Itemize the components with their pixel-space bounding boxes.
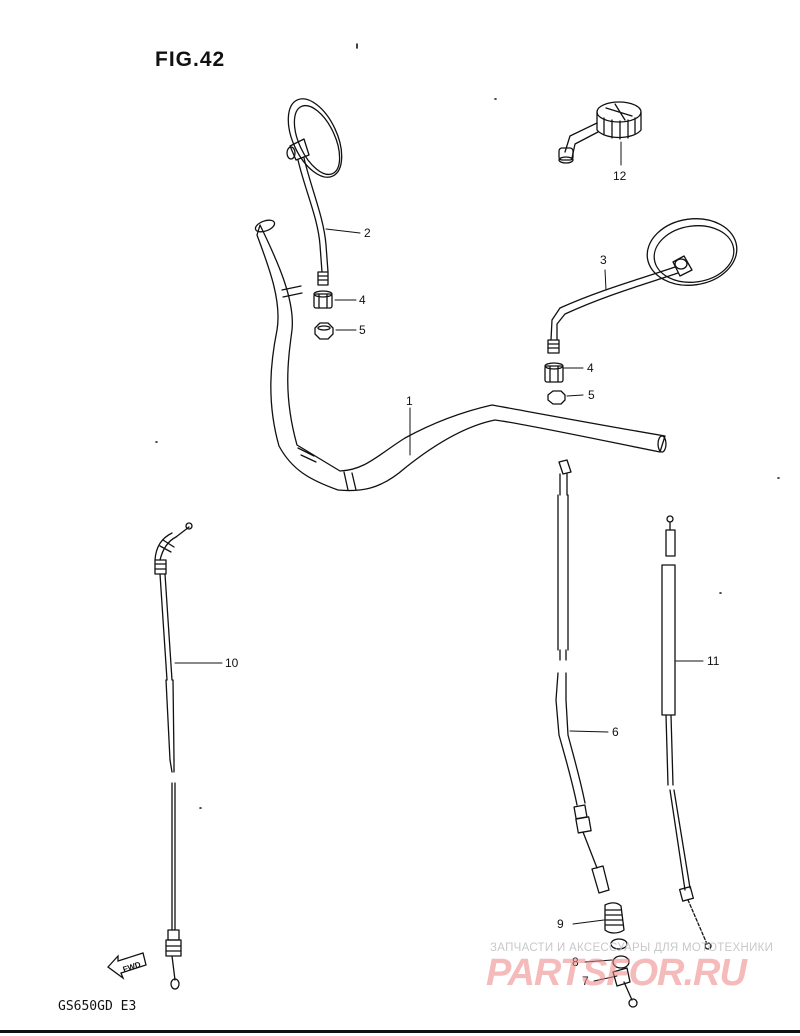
throttle-assembly xyxy=(558,101,642,164)
callout-1: 1 xyxy=(406,394,413,408)
callout-10: 10 xyxy=(225,656,239,670)
print-specks xyxy=(155,43,780,809)
watermark-caption: ЗАПЧАСТИ И АКСЕССУАРЫ ДЛЯ МОТОТЕХНИКИ xyxy=(490,942,774,954)
callouts: 1 2 3 4 4 5 5 6 7 8 9 10 11 12 xyxy=(225,169,720,988)
bottom-border xyxy=(0,1030,800,1033)
callout-4-right: 4 xyxy=(587,361,594,375)
nut-4-left xyxy=(313,290,333,309)
callout-3: 3 xyxy=(600,253,607,267)
callout-8: 8 xyxy=(572,955,579,969)
fwd-arrow-icon: FWD xyxy=(107,952,147,980)
model-code: GS650GD E3 xyxy=(58,999,137,1014)
adjuster-parts xyxy=(604,902,638,1008)
figure-title: FIG.42 xyxy=(155,48,226,71)
nut-4-right xyxy=(544,362,564,383)
cable-6 xyxy=(555,459,610,894)
handlebar xyxy=(254,219,667,492)
nut-5-right xyxy=(547,390,566,405)
callout-5-left: 5 xyxy=(359,323,366,337)
callout-6: 6 xyxy=(612,725,619,739)
cable-10 xyxy=(154,522,193,990)
callout-9: 9 xyxy=(557,917,564,931)
watermark-logo: PARTSFOR.RU xyxy=(486,952,747,994)
mirror-left xyxy=(286,98,343,286)
callout-11: 11 xyxy=(707,654,720,668)
callout-2: 2 xyxy=(364,226,371,240)
callout-7: 7 xyxy=(582,974,589,988)
mirror-right xyxy=(547,218,738,354)
callout-5-right: 5 xyxy=(588,388,595,402)
leader-lines xyxy=(174,141,704,982)
cable-11 xyxy=(661,515,712,950)
callout-4-left: 4 xyxy=(359,293,366,307)
callout-12: 12 xyxy=(613,169,627,183)
nut-5-left xyxy=(314,322,334,340)
